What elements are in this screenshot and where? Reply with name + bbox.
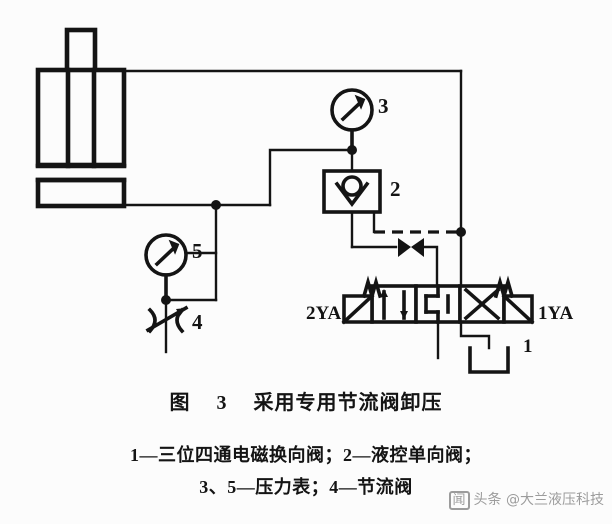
gauge-3-label: 3 (378, 94, 389, 118)
figure-title-text: 采用专用节流阀卸压 (253, 392, 443, 414)
dcv-number-label: 1 (523, 336, 533, 357)
dcv-centre-blocked-ports (424, 284, 450, 324)
dcv-label-2ya: 2YA (306, 303, 341, 324)
pressure-gauge-3: 3 (330, 88, 389, 152)
gauge-3-needle-head (354, 94, 366, 110)
figure-number: 3 (216, 392, 228, 414)
watermark-badge: 闻 (448, 491, 470, 510)
check-valve-2-seat (334, 181, 370, 207)
dcv-right-crossed-arrows (463, 287, 501, 321)
pressure-gauge-5: 5 (144, 233, 203, 302)
figure-word: 图 (169, 392, 191, 414)
check-valve-2-label: 2 (390, 177, 401, 201)
dcv-right-solenoid-1ya[interactable] (501, 293, 535, 325)
check-valve-2-ball (341, 175, 363, 197)
tank-outline (468, 346, 510, 374)
hydraulic-cylinder (35, 27, 127, 209)
dcv-right-solenoid-diagonal (501, 293, 535, 325)
gauge-5-needle-head (168, 239, 180, 255)
cylinder-lower-chamber (35, 177, 127, 209)
figure-caption: 图 3 采用专用节流阀卸压 (0, 386, 612, 415)
throttle-4-arrow-head (176, 308, 186, 316)
pipe-branch-to-checkvalve (268, 148, 354, 207)
dcv-label-1ya: 1YA (538, 303, 573, 324)
dcv-left-solenoid-diagonal (341, 293, 375, 325)
gauge-5-label: 5 (192, 239, 203, 263)
hydraulic-schematic: .ln { stroke:#141414; stroke-width:2.4; … (35, 27, 573, 374)
tank-symbol (468, 346, 510, 374)
shutoff-valve-triangle-left (398, 238, 411, 257)
dcv-right-spring (493, 275, 515, 303)
legend-line-2: 3、5—压力表；4—节流阀 (199, 477, 413, 497)
throttle-4-label: 4 (192, 310, 203, 334)
dcv-left-solenoid-2ya[interactable] (341, 293, 375, 325)
dcv-left-spring (361, 275, 383, 303)
watermark-text: 头条 @大兰液压科技 (473, 492, 604, 508)
shutoff-valve (350, 238, 439, 288)
junction-node-pilot (456, 227, 466, 237)
pipe-shutoff-to-valve (422, 245, 439, 288)
legend-line-1: 1—三位四通电磁换向阀；2—液控单向阀； (130, 445, 482, 465)
cylinder-upper-chamber (35, 67, 127, 168)
watermark: 闻头条 @大兰液压科技 (448, 489, 604, 510)
directional-control-valve-1: 2YA 1YA (306, 275, 573, 325)
throttle-valve-4: 4 (145, 298, 203, 354)
dcv-left-flow-arrows (380, 289, 408, 320)
pipe-valve-t-port (459, 320, 491, 350)
shutoff-valve-triangle-right (411, 238, 424, 257)
pilot-operated-check-valve-2: 2 (322, 169, 401, 214)
